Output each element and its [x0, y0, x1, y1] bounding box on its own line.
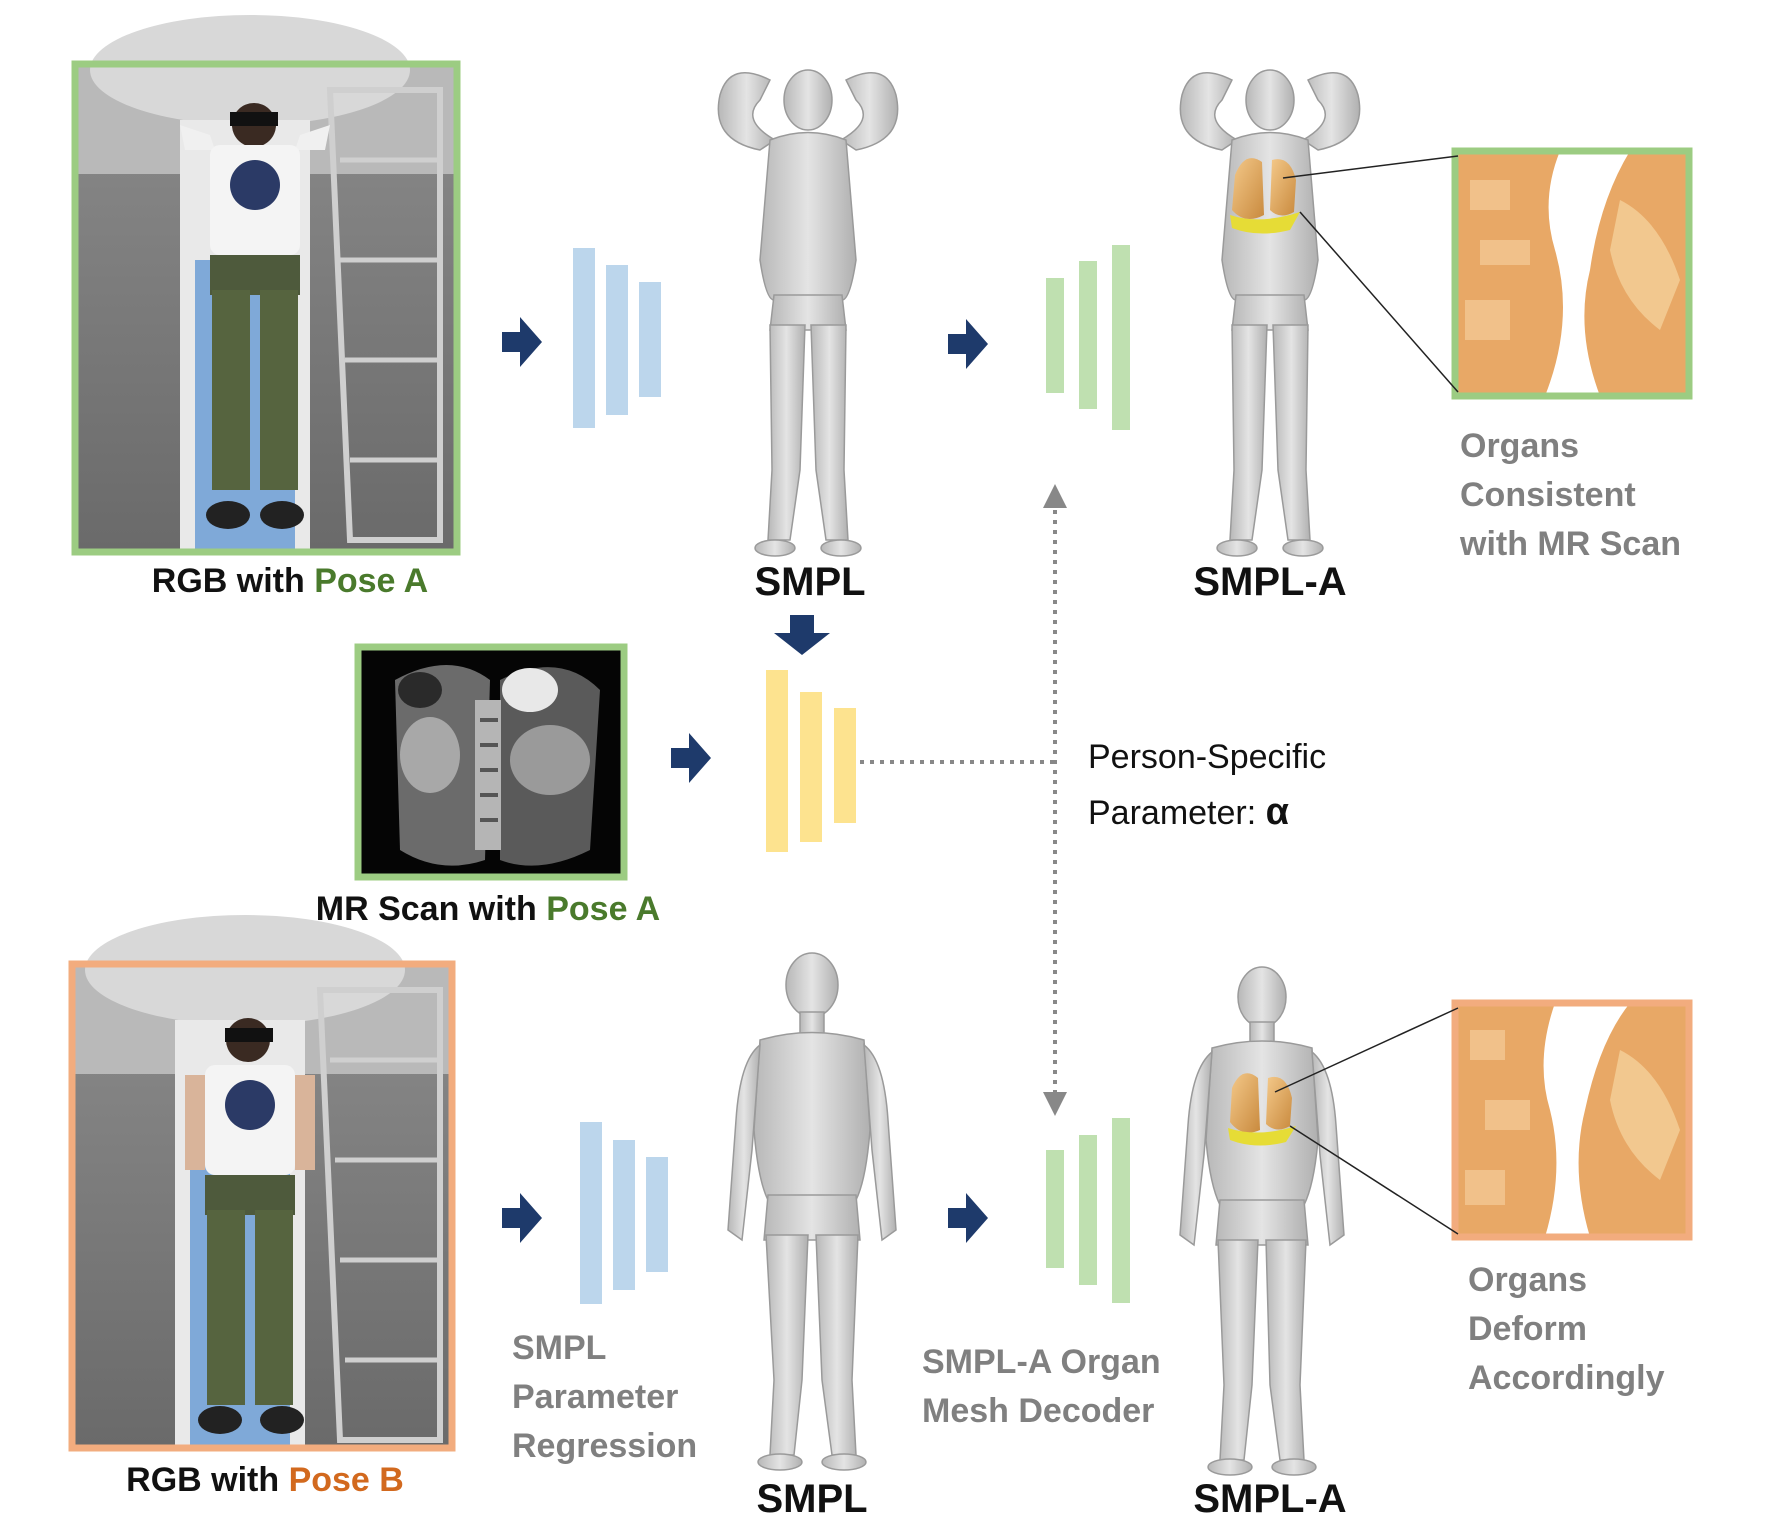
arrows — [502, 317, 988, 1243]
mr-encoder — [766, 670, 856, 852]
zoom-line-top-1 — [1282, 155, 1459, 179]
label-smpla-bottom: SMPL-A — [1193, 1477, 1347, 1521]
label-organ-mesh-decoder: SMPL-A Organ Mesh Decoder — [922, 1343, 1161, 1430]
smpla-mesh-top — [1179, 69, 1361, 557]
label-smpla-top: SMPL-A — [1193, 560, 1347, 604]
arrow-top-2 — [948, 319, 988, 369]
smpl-regressor-bottom — [580, 1122, 668, 1304]
organ-decoder-bottom — [1046, 1118, 1130, 1303]
zoom-frame-top — [1451, 147, 1693, 400]
label-smpl-parameter-regression: SMPL Parameter Regression — [512, 1329, 698, 1465]
frame-pose-b — [68, 960, 456, 1452]
arrowhead-down — [1043, 1092, 1067, 1116]
smpl-mesh-bottom — [727, 952, 897, 1471]
zoom-line-bottom-2 — [1289, 1125, 1459, 1235]
rgb-photo-pose-a — [75, 15, 457, 552]
zoom-inset-bottom — [1455, 1003, 1689, 1237]
dotted-connectors — [860, 484, 1067, 1116]
label-person-specific-parameter: Person-Specific Parameter: α — [1088, 730, 1428, 841]
caption-mr-scan: MR Scan with Pose A — [298, 890, 678, 929]
arrowhead-up — [1043, 484, 1067, 508]
arrow-bot-2 — [948, 1193, 988, 1243]
label-smpl-top: SMPL — [754, 560, 866, 604]
zoom-line-bottom-1 — [1274, 1007, 1459, 1093]
caption-rgb-pose-a-pose: Pose A — [314, 562, 429, 600]
mr-scan-image — [358, 647, 624, 877]
caption-rgb-pose-b-prefix: RGB with — [126, 1461, 289, 1499]
arrow-top-1 — [502, 317, 542, 367]
zoom-line-top-2 — [1299, 211, 1459, 393]
caption-rgb-pose-b: RGB with Pose B — [115, 1461, 415, 1500]
param-label-text: Person-Specific Parameter: — [1088, 738, 1327, 832]
arrow-down — [774, 615, 830, 655]
caption-rgb-pose-a: RGB with Pose A — [140, 562, 440, 601]
caption-rgb-pose-a-prefix: RGB with — [151, 562, 315, 600]
label-smpl-bottom: SMPL — [756, 1477, 868, 1521]
arrow-mid — [671, 733, 711, 783]
smpl-mesh-top — [717, 69, 899, 557]
zoom-inset-top — [1455, 151, 1689, 396]
zoom-frame-bottom — [1451, 999, 1693, 1241]
caption-organs-consistent: Organs Consistent with MR Scan — [1460, 427, 1682, 563]
caption-rgb-pose-b-pose: Pose B — [288, 1461, 404, 1499]
organs-top — [1230, 158, 1300, 234]
caption-mr-scan-prefix: MR Scan with — [315, 890, 547, 928]
frame-pose-a — [71, 60, 461, 556]
smpla-mesh-bottom — [1179, 966, 1345, 1476]
caption-organs-deform: Organs Deform Accordingly — [1468, 1261, 1665, 1397]
smpl-regressor-top — [573, 248, 661, 428]
caption-mr-scan-pose: Pose A — [546, 890, 661, 928]
rgb-photo-pose-b — [72, 915, 452, 1448]
organs-bottom — [1228, 1073, 1296, 1146]
param-alpha-symbol: α — [1265, 791, 1289, 833]
organ-decoder-top — [1046, 245, 1130, 430]
arrow-bot-1 — [502, 1193, 542, 1243]
frame-mr-scan — [354, 643, 628, 881]
